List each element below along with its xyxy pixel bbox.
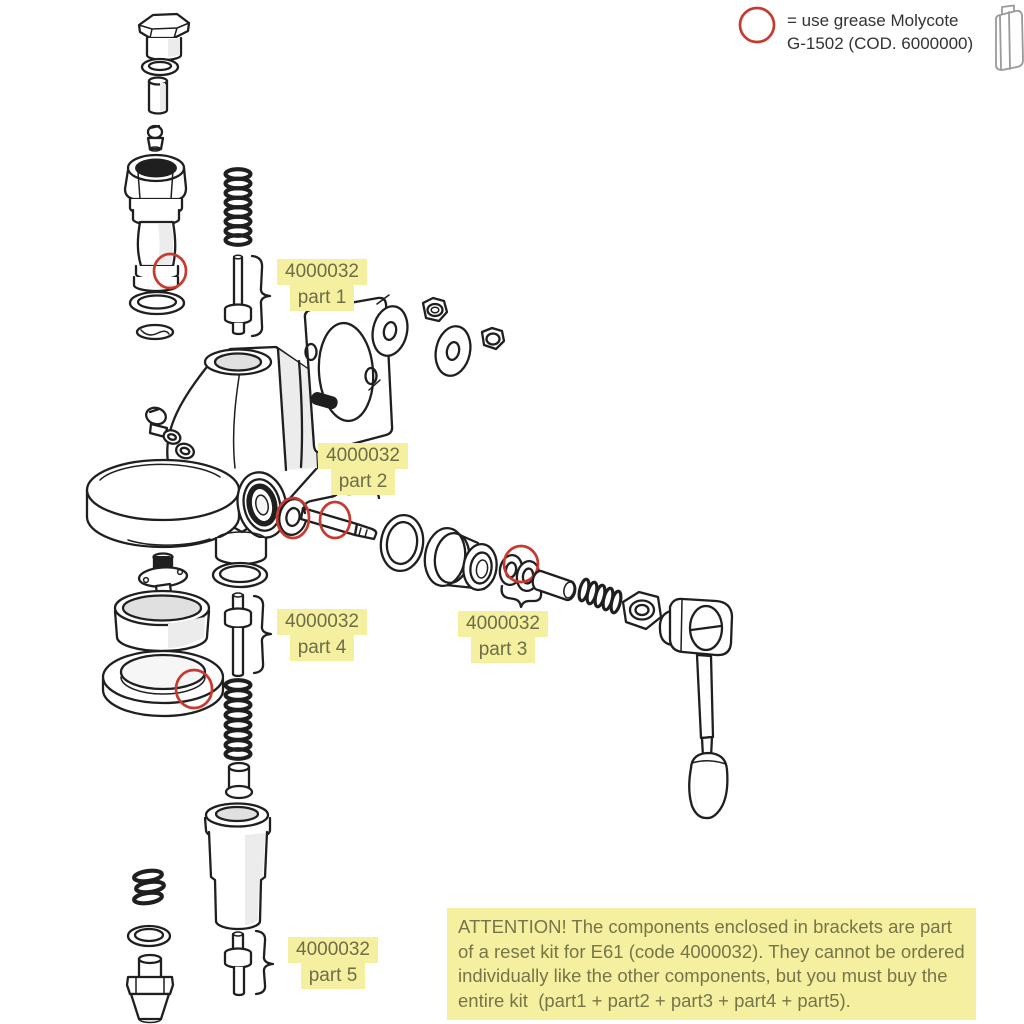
o-ring-large [128,290,186,316]
flange-screw [137,552,189,597]
valve-stem-part1 [223,254,253,336]
nipple-screw [146,124,165,152]
small-spring [577,577,623,615]
attention-note: ATTENTION! The components enclosed in br… [447,908,976,1020]
cone-fitting [125,953,175,1024]
label-part-3: 4000032 part 3 [458,611,548,663]
body-ring-small-1 [162,429,182,445]
valve-stem-part4 [223,592,253,678]
small-coil-spring [132,868,166,906]
grease-marker-4 [502,544,540,584]
label-part-1-name: part 1 [289,285,355,311]
o-ring-bottom [126,924,172,948]
label-part-5-name: part 5 [300,963,366,989]
dispersion-bowl [113,589,211,653]
legend-text: = use grease Molycote G-1502 (COD. 60000… [787,9,973,55]
lever-rod [695,653,715,759]
valve-housing-cylinder [203,802,272,931]
label-part-3-code: 4000032 [458,611,548,637]
o-ring-top [140,57,180,77]
grease-marker-1 [152,252,188,290]
bracket-part5 [254,929,275,996]
mushroom-valve [123,153,188,293]
wave-ring [135,323,175,341]
lower-spring [223,678,253,761]
grease-marker-3 [318,500,352,540]
bracket-part1 [250,254,272,338]
attention-line-4: entire kit (part1 + part2 + part3 + part… [458,989,851,1011]
group-flange-disc [85,458,241,549]
valve-port [236,471,288,539]
washer-2 [434,325,472,377]
spacer-cylinder [147,76,169,115]
pin-part3 [531,569,577,602]
label-part-2: 4000032 part 2 [318,443,408,495]
grease-marker-5 [174,668,214,710]
label-part-4-code: 4000032 [277,609,367,635]
hex-nut-2 [480,326,506,351]
label-part-2-code: 4000032 [318,443,408,469]
legend-grease-circle [738,6,776,44]
grease-marker-2 [275,496,311,540]
washer-1 [371,294,409,357]
guide-bushing [224,761,254,800]
label-part-3-name: part 3 [470,637,536,663]
oval-gasket [211,561,269,589]
legend-line-2: G-1502 (COD. 6000000) [787,34,974,53]
lever-nut [621,590,663,631]
hex-nut-1 [421,296,449,323]
group-gasket-ring [101,649,225,718]
lever-head [658,597,734,657]
attention-line-2: of a reset kit for E61 (code 4000032). T… [458,940,965,962]
valve-chamber [423,526,498,592]
o-ring-cam [379,513,425,573]
body-screw [145,406,169,439]
label-part-5: 4000032 part 5 [288,937,378,989]
label-part-4-name: part 4 [289,635,355,661]
bracket-part4 [252,594,273,675]
label-part-4: 4000032 part 4 [277,609,367,661]
grease-tube-icon [994,4,1024,71]
legend-line-1: = use grease Molycote [787,11,959,30]
label-part-2-name: part 2 [330,469,396,495]
lever-handle-knob [688,751,729,820]
mounting-plate [303,296,394,454]
hex-cap [137,12,191,62]
valve-stem-part5 [223,931,253,997]
attention-line-1: ATTENTION! The components enclosed in br… [458,916,952,937]
cam-stem-part2 [278,498,378,541]
bracket-part3 [500,584,543,609]
main-spring [223,167,253,247]
label-part-5-code: 4000032 [288,937,378,963]
label-part-1-code: 4000032 [277,259,367,285]
label-part-1: 4000032 part 1 [277,259,367,311]
attention-line-3: individually like the other components, … [458,965,948,986]
body-ring-small-2 [175,442,195,460]
